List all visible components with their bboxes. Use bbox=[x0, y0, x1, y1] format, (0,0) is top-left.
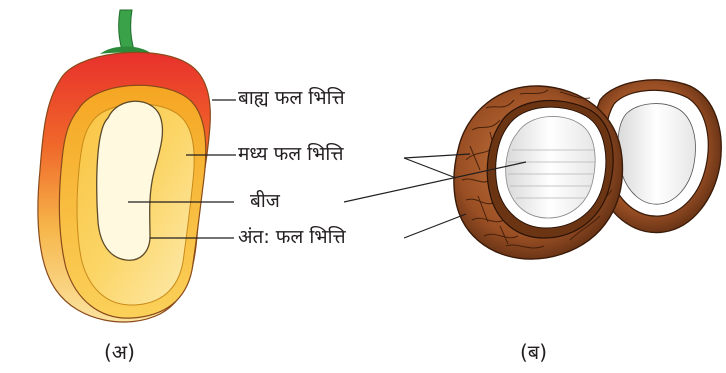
mango bbox=[38, 10, 210, 322]
label-endocarp: अंत: फल भित्ति bbox=[238, 228, 346, 247]
label-seed: बीज bbox=[250, 192, 280, 211]
label-exocarp: बाह्य फल भित्ति bbox=[238, 89, 345, 108]
coconut-leader-husk bbox=[404, 158, 456, 178]
coconut-meat bbox=[506, 116, 595, 218]
caption-a: (अ) bbox=[104, 342, 135, 362]
mango-stem bbox=[119, 10, 134, 50]
caption-b: (ब) bbox=[520, 342, 547, 362]
label-mesocarp: मध्य फल भित्ति bbox=[238, 145, 343, 164]
coconut-leader-endocarp-1 bbox=[404, 214, 466, 238]
coconut-back-half-meat bbox=[618, 104, 696, 205]
